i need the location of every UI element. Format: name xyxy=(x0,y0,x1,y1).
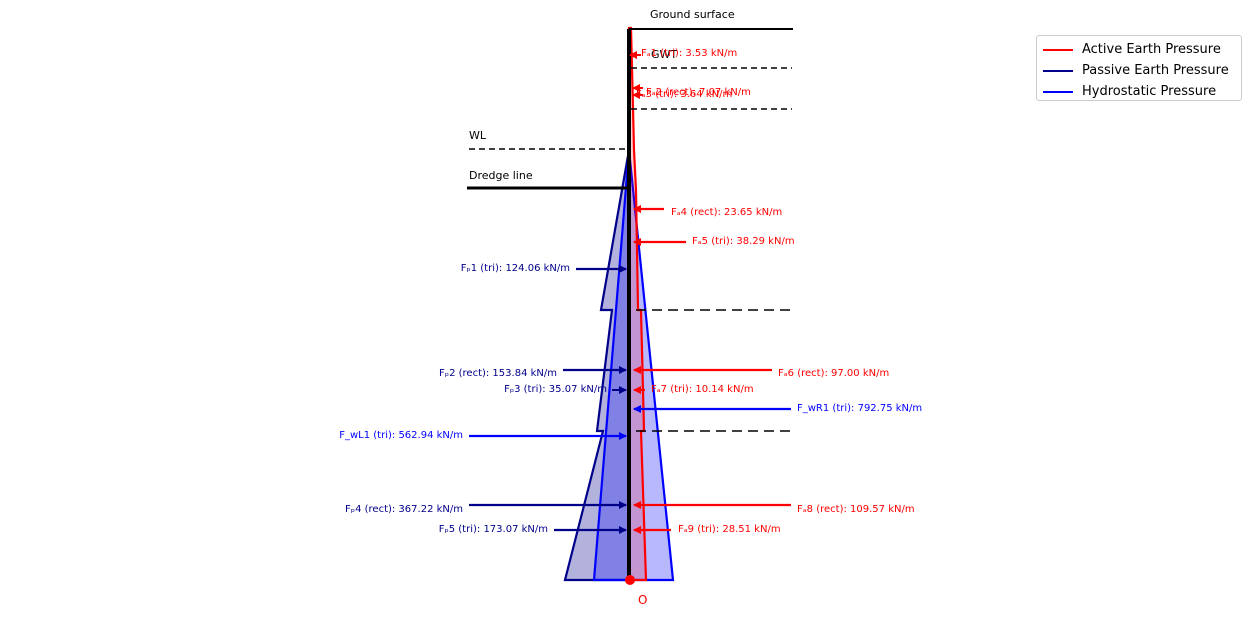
passive-force-label-5: Fₚ5 (tri): 173.07 kN/m xyxy=(439,524,548,535)
active-force-label-4: Fₐ4 (rect): 23.65 kN/m xyxy=(671,207,782,218)
legend-item-hydrostatic: Hydrostatic Pressure xyxy=(1043,81,1235,102)
passive-force-label-4: Fₚ4 (rect): 367.22 kN/m xyxy=(345,504,463,515)
passive-forces: Fₚ1 (tri): 124.06 kN/m Fₚ2 (rect): 153.8… xyxy=(345,263,627,535)
active-force-label-3: Fₐ3 (tri): 3.64 kN/m xyxy=(636,89,732,100)
legend-label-active: Active Earth Pressure xyxy=(1082,42,1221,57)
wl-label: WL xyxy=(469,129,487,142)
legend-item-passive: Passive Earth Pressure xyxy=(1043,60,1235,81)
passive-force-label-3: Fₚ3 (tri): 35.07 kN/m xyxy=(504,384,607,395)
active-force-label-8: Fₐ8 (rect): 109.57 kN/m xyxy=(797,504,915,515)
active-force-label-5: Fₐ5 (tri): 38.29 kN/m xyxy=(692,236,795,247)
passive-force-label-2: Fₚ2 (rect): 153.84 kN/m xyxy=(439,368,557,379)
origin-point xyxy=(625,575,635,585)
water-force-label-right: F_wR1 (tri): 792.75 kN/m xyxy=(797,403,922,414)
active-force-label-2: Fₐ2 (rect): 7.07 kN/m xyxy=(646,87,751,98)
active-force-label-9: Fₐ9 (tri): 28.51 kN/m xyxy=(678,524,781,535)
active-forces: Fₐ1 (tri): 3.53 kN/m Fₐ2 (rect): 7.07 kN… xyxy=(629,48,915,535)
water-forces: F_wR1 (tri): 792.75 kN/m F_wL1 (tri): 56… xyxy=(339,403,922,441)
water-force-label-left: F_wL1 (tri): 562.94 kN/m xyxy=(339,430,463,441)
legend-item-active: Active Earth Pressure xyxy=(1043,39,1235,60)
legend-label-passive: Passive Earth Pressure xyxy=(1082,63,1229,78)
passive-force-label-1: Fₚ1 (tri): 124.06 kN/m xyxy=(461,263,570,274)
ground-surface-label: Ground surface xyxy=(650,8,735,21)
legend-swatch-active xyxy=(1043,48,1073,51)
legend-swatch-hydrostatic xyxy=(1043,90,1073,93)
legend: Active Earth Pressure Passive Earth Pres… xyxy=(1036,35,1242,101)
active-force-label-7: Fₐ7 (tri): 10.14 kN/m xyxy=(651,384,754,395)
legend-label-hydrostatic: Hydrostatic Pressure xyxy=(1082,84,1217,99)
gwt-label: GWT xyxy=(651,48,677,61)
origin-label: O xyxy=(638,593,647,607)
legend-swatch-passive xyxy=(1043,69,1073,72)
active-force-label-1: Fₐ1 (tri): 3.53 kN/m xyxy=(641,48,737,59)
active-force-label-6: Fₐ6 (rect): 97.00 kN/m xyxy=(778,368,889,379)
dredge-line-label: Dredge line xyxy=(469,169,533,182)
